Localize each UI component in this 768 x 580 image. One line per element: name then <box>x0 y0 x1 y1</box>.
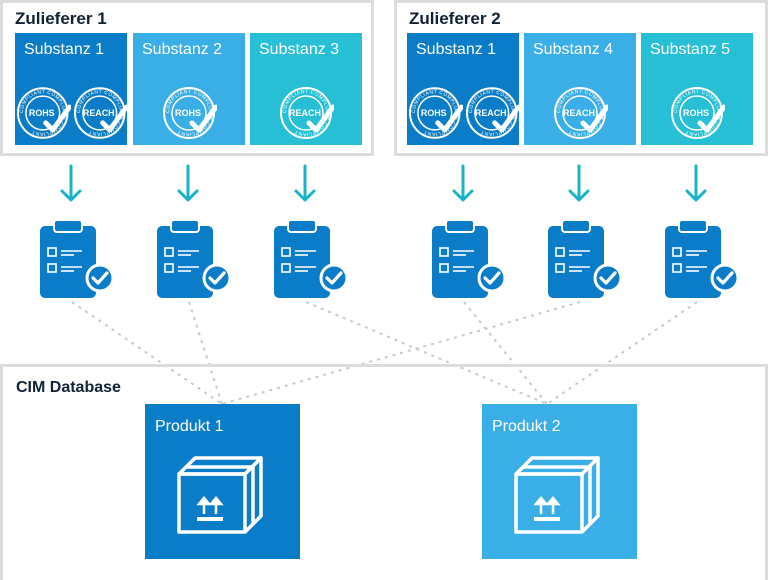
badge-label: ROHS <box>683 108 709 118</box>
badge-label: REACH <box>82 108 114 118</box>
clipboard-check-icon-graphic <box>665 219 740 298</box>
arrow-down-icon <box>685 164 707 202</box>
clipboard-check-icon <box>272 212 349 302</box>
link-line <box>221 301 581 405</box>
substance-label: Substanz 3 <box>259 41 340 58</box>
arrow-down-icon <box>568 164 590 202</box>
substance-label: Substanz 1 <box>416 41 497 58</box>
link-line <box>188 301 223 405</box>
substance-tile: Substanz 1 COMPLIANT COMPLIANT COMPLIANT… <box>407 33 519 145</box>
substance-tile: Substanz 5 COMPLIANT COMPLIANT COMPLIANT… <box>641 33 753 145</box>
clipboard-check-icon-graphic <box>274 219 349 298</box>
badge-label: REACH <box>563 108 595 118</box>
clipboard-check-icon-graphic <box>40 219 115 298</box>
link-line <box>71 301 223 405</box>
arrow-down-icon <box>294 164 316 202</box>
link-line <box>305 301 548 405</box>
clipboard-check-icon <box>430 212 507 302</box>
substance-label: Substanz 2 <box>142 41 223 58</box>
arrow-down-icon <box>452 164 474 202</box>
package-box-icon <box>175 452 267 538</box>
substance-tile: Substanz 3 COMPLIANT COMPLIANT COMPLIANT… <box>250 33 362 145</box>
product-tile: Produkt 1 <box>145 404 300 559</box>
package-box-icon <box>512 452 604 538</box>
arrow-down-icon <box>60 164 82 202</box>
clipboard-check-icon <box>663 212 740 302</box>
supplier-group-title: Zulieferer 1 <box>15 9 107 28</box>
arrow-down-icon <box>177 164 199 202</box>
badge-label: REACH <box>289 108 321 118</box>
database-group: CIM Database <box>0 364 768 580</box>
substance-label: Substanz 1 <box>24 41 105 58</box>
clipboard-check-icon <box>38 212 115 302</box>
substance-tile: Substanz 1 COMPLIANT COMPLIANT COMPLIANT… <box>15 33 127 145</box>
substance-label: Substanz 4 <box>533 41 614 58</box>
substance-label: Substanz 5 <box>650 41 731 58</box>
clipboard-check-icon-graphic <box>432 219 507 298</box>
substance-tile: Substanz 2 COMPLIANT COMPLIANT COMPLIANT… <box>133 33 245 145</box>
link-line <box>546 301 698 405</box>
product-tile: Produkt 2 <box>482 404 637 559</box>
badge-label: ROHS <box>29 108 55 118</box>
product-label: Produkt 1 <box>155 418 224 435</box>
clipboard-check-icon <box>155 212 232 302</box>
badge-label: REACH <box>474 108 506 118</box>
package-box-graphic <box>177 456 263 534</box>
badge-label: ROHS <box>421 108 447 118</box>
supplier-group-title: Zulieferer 2 <box>409 9 501 28</box>
product-label: Produkt 2 <box>492 418 561 435</box>
clipboard-check-icon-graphic <box>548 219 623 298</box>
clipboard-check-icon-graphic <box>157 219 232 298</box>
database-title: CIM Database <box>16 379 121 396</box>
clipboard-check-icon <box>546 212 623 302</box>
link-line <box>463 301 548 405</box>
badge-label: ROHS <box>175 108 201 118</box>
substance-tile: Substanz 4 COMPLIANT COMPLIANT COMPLIANT… <box>524 33 636 145</box>
package-box-graphic <box>514 456 600 534</box>
